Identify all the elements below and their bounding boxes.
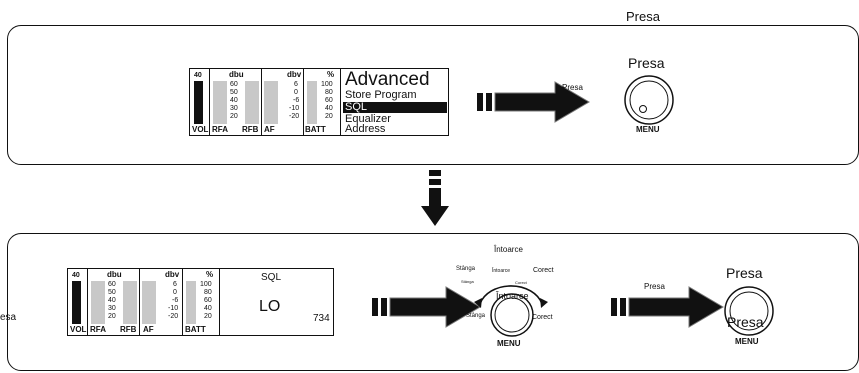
rfa-meter: [91, 281, 105, 324]
percent-tick: 80: [325, 89, 333, 96]
percent-tick: 80: [204, 289, 212, 296]
lcd-display-sql: 40 VOL dbu 60 50 40 30 20 RFA RFB dbv 6 …: [67, 268, 334, 336]
rfa-label: RFA: [212, 125, 228, 134]
sql-value: LO: [259, 298, 281, 315]
knob-presa-label: Presa: [628, 55, 665, 71]
dbu-tick: 40: [230, 97, 238, 104]
dbv-tick: 0: [173, 289, 177, 296]
rfb-meter: [245, 81, 259, 124]
menu-knob-icon[interactable]: [723, 285, 777, 337]
dbu-tick: 50: [108, 289, 116, 296]
menu-item: Store Program: [345, 89, 417, 101]
rfa-label: RFA: [90, 325, 106, 334]
percent-tick: 20: [325, 113, 333, 120]
percent-tick: 100: [321, 81, 333, 88]
sql-number: 734: [313, 313, 330, 324]
percent-tick: 60: [325, 97, 333, 104]
knob-menu-label: MENU: [735, 337, 759, 346]
menu-item: Equalizer: [345, 113, 391, 125]
menu-item: Address: [345, 123, 386, 135]
knob-menu-label: MENU: [636, 125, 660, 134]
batt-meter: [186, 281, 196, 324]
dbu-header: dbu: [229, 70, 244, 79]
rfb-meter: [123, 281, 137, 324]
rotate-top-label: Întoarce: [494, 245, 523, 254]
arrow-presa-label: Presa: [644, 282, 665, 291]
rotate-right-small-label: Corect: [515, 280, 527, 285]
rfa-meter: [213, 81, 227, 124]
cut-off-presa-label: esa: [0, 312, 17, 323]
dbv-tick: -20: [168, 313, 179, 320]
vol-label: VOL: [70, 325, 87, 334]
right-arrow-icon: [372, 286, 481, 328]
dbv-tick: -20: [289, 113, 300, 120]
dbv-tick: 0: [294, 89, 298, 96]
vol-label: VOL: [192, 125, 209, 134]
sql-title: SQL: [261, 272, 282, 283]
top-presa-label: Presa: [626, 9, 660, 24]
lcd-display-advanced: 40 VOL dbu 60 50 40 30 20 RFA RFB dbv 6 …: [189, 68, 449, 136]
dbu-header: dbu: [107, 270, 122, 279]
percent-tick: 60: [204, 297, 212, 304]
menu-item-selected: SQL: [345, 101, 368, 113]
percent-header: %: [206, 270, 214, 279]
vol-top-value: 40: [72, 272, 80, 279]
dbu-tick: 20: [108, 313, 116, 320]
dbv-tick: 6: [173, 281, 177, 288]
dbv-header: dbv: [165, 270, 180, 279]
batt-meter: [307, 81, 317, 124]
rfb-label: RFB: [120, 325, 137, 334]
right-arrow-icon: [477, 81, 590, 123]
dbu-tick: 60: [230, 81, 238, 88]
dbu-tick: 60: [108, 281, 116, 288]
batt-label: BATT: [185, 325, 206, 334]
menu-title: Advanced: [345, 69, 430, 90]
rotate-right-label: Corect: [533, 267, 554, 274]
rotate-bottom-left-label: Stânga: [466, 313, 486, 319]
rotate-inner-top-label: Întoarce: [492, 268, 511, 274]
rotate-knob-menu-label: MENU: [497, 339, 521, 348]
dbu-tick: 40: [108, 297, 116, 304]
rotate-knob-icon[interactable]: [466, 270, 556, 338]
dbv-tick: -10: [289, 105, 300, 112]
batt-label: BATT: [305, 125, 326, 134]
dbv-tick: 6: [294, 81, 298, 88]
percent-tick: 40: [325, 105, 333, 112]
knob-presa-label: Presa: [726, 265, 763, 281]
dbu-tick: 30: [108, 305, 116, 312]
rotate-bottom-right-label: Corect: [532, 314, 553, 321]
percent-tick: 20: [204, 313, 212, 320]
dbu-tick: 30: [230, 105, 238, 112]
dbu-tick: 50: [230, 89, 238, 96]
vol-meter-bar: [72, 281, 81, 324]
percent-tick: 100: [200, 281, 212, 288]
menu-item-selected-highlight: [343, 102, 447, 113]
rotate-center-label: Întoarce: [496, 291, 529, 301]
right-arrow-icon: [611, 286, 724, 328]
rotate-left-label: Stânga: [456, 266, 476, 272]
knob-overlay-presa-label: Presa: [727, 314, 764, 330]
dbu-tick: 20: [230, 113, 238, 120]
af-meter: [142, 281, 156, 324]
vol-top-value: 40: [194, 72, 202, 79]
dbv-tick: -6: [172, 297, 179, 304]
af-label: AF: [264, 125, 275, 134]
rfb-label: RFB: [242, 125, 259, 134]
arrow-presa-label: Presa: [562, 83, 583, 92]
vol-meter-bar: [194, 81, 203, 124]
rotate-left-small-label: Stânga: [461, 279, 474, 284]
dbv-header: dbv: [287, 70, 302, 79]
menu-knob-icon[interactable]: [623, 74, 677, 126]
af-meter: [264, 81, 278, 124]
dbv-tick: -6: [293, 97, 300, 104]
percent-header: %: [327, 70, 335, 79]
percent-tick: 40: [204, 305, 212, 312]
af-label: AF: [143, 325, 154, 334]
down-arrow-icon: [421, 170, 449, 226]
dbv-tick: -10: [168, 305, 179, 312]
